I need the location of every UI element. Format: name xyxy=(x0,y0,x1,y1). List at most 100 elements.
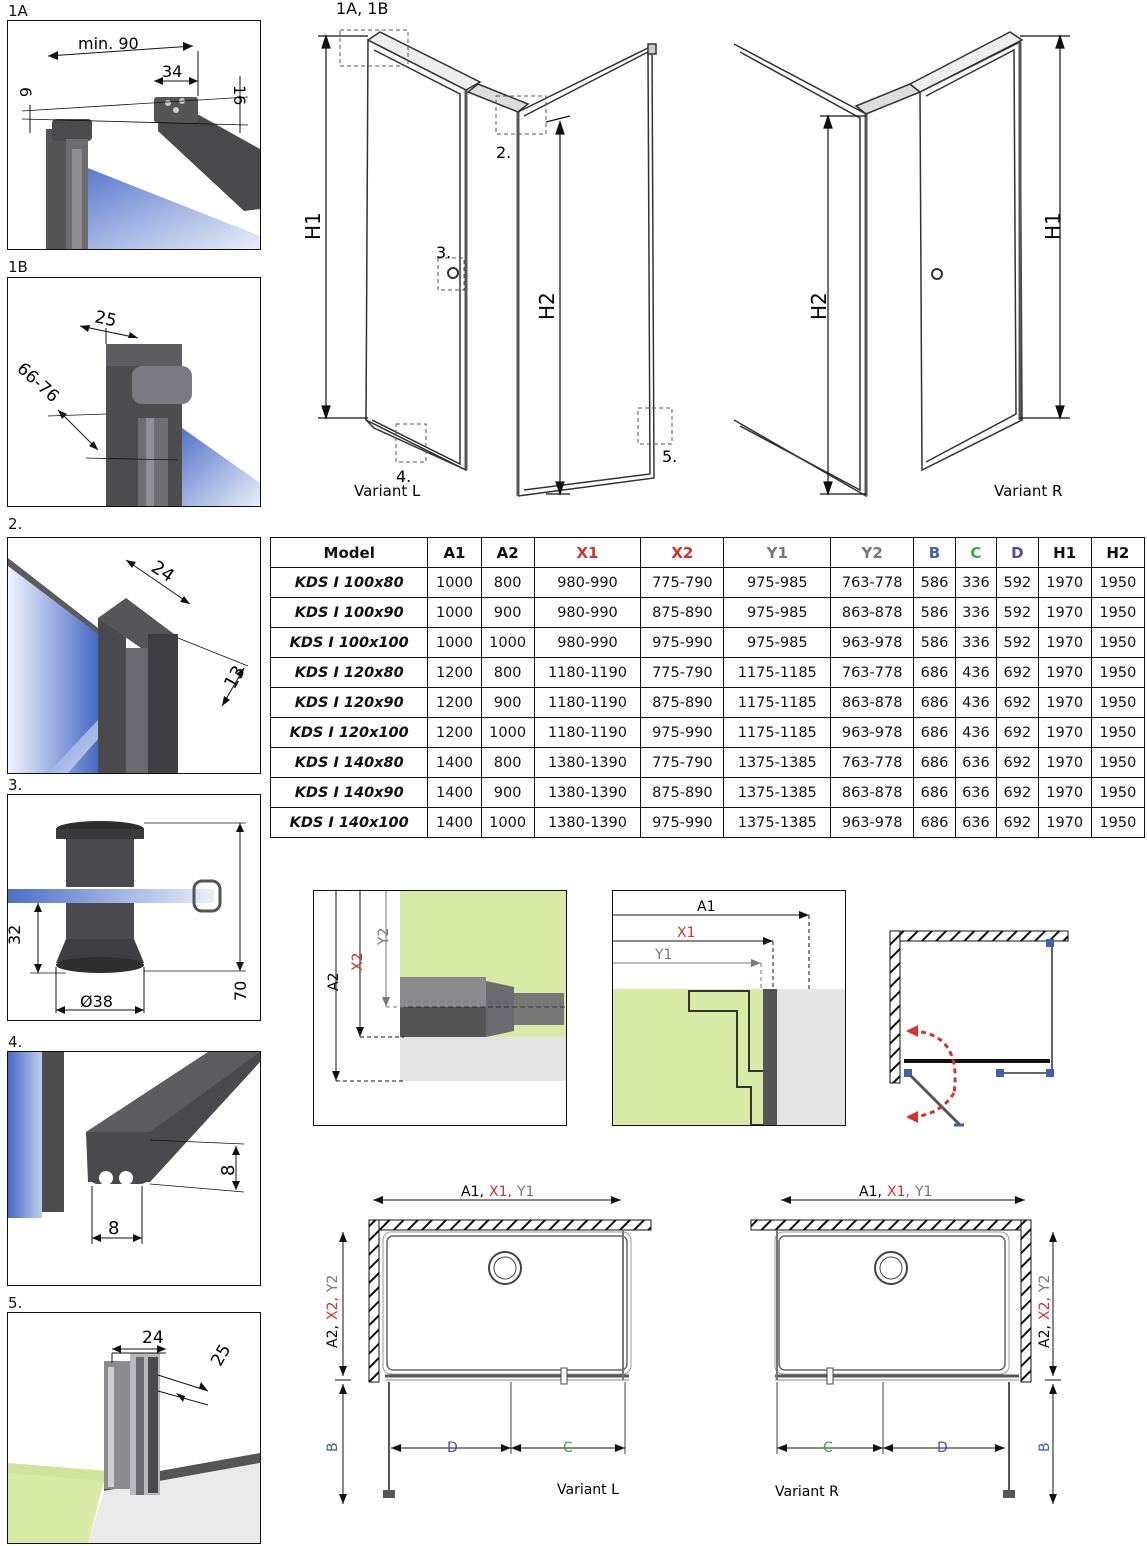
detail-2-label: 2. xyxy=(8,515,23,533)
h2-left: H2 xyxy=(535,292,559,320)
col-a2: A2 xyxy=(480,537,535,568)
table-cell: 900 xyxy=(480,687,535,718)
plan-r-c: C xyxy=(823,1440,833,1456)
table-cell: KDS I 100x100 xyxy=(269,627,429,658)
col-x2: X2 xyxy=(640,537,725,568)
table-cell: 900 xyxy=(480,777,535,808)
table-cell: 1180-1190 xyxy=(533,657,642,688)
callout-3: 3. xyxy=(436,243,451,262)
table-cell: 1950 xyxy=(1090,627,1146,658)
dim-8-vertical: 8 xyxy=(218,1165,239,1176)
detail-4-drawing: 8 8 xyxy=(8,1052,260,1244)
table-cell: 436 xyxy=(954,687,998,718)
plan-r-x2: X2, xyxy=(1037,1297,1053,1320)
table-cell: KDS I 120x80 xyxy=(269,657,429,688)
dim-diameter-38: Ø38 xyxy=(80,992,113,1011)
table-cell: 592 xyxy=(996,597,1039,628)
table-cell: 1000 xyxy=(480,717,535,748)
detail-1b-drawing: 25 66-76 xyxy=(13,307,260,506)
variant-r-label: Variant R xyxy=(994,482,1062,500)
table-cell: 1200 xyxy=(427,687,482,718)
table-cell: 800 xyxy=(480,567,535,598)
table-cell: 980-990 xyxy=(533,627,642,658)
table-cell: 1000 xyxy=(427,597,482,628)
table-cell: 1950 xyxy=(1090,807,1146,838)
table-cell: 686 xyxy=(913,777,956,808)
table-cell: 1000 xyxy=(427,567,482,598)
section-y2: Y2 xyxy=(376,928,392,946)
table-cell: 775-790 xyxy=(640,657,725,688)
col-h2: H2 xyxy=(1090,537,1146,568)
col-d: D xyxy=(996,537,1039,568)
dim-24: 24 xyxy=(142,1328,164,1348)
table-cell: 692 xyxy=(996,717,1039,748)
plan-r-y1: Y1 xyxy=(914,1184,932,1200)
table-cell: 1175-1185 xyxy=(723,717,832,748)
detail-1b-label: 1B xyxy=(8,258,28,276)
table-cell: 1970 xyxy=(1037,747,1092,778)
dim-66-76: 66-76 xyxy=(13,359,63,407)
section-a2-panel: A2 X2 Y2 xyxy=(313,890,567,1126)
plan-l-c: C xyxy=(563,1440,573,1456)
table-cell: 1950 xyxy=(1090,657,1146,688)
table-cell: 692 xyxy=(996,687,1039,718)
detail-1a-panel: min. 90 34 16 6 xyxy=(7,20,261,250)
detail-3-label: 3. xyxy=(8,776,23,794)
plan-l-x1: X1, xyxy=(489,1184,512,1200)
table-cell: 1970 xyxy=(1037,687,1092,718)
table-cell: 686 xyxy=(913,687,956,718)
h1-right: H1 xyxy=(1041,212,1065,240)
table-cell: 775-790 xyxy=(640,747,725,778)
dim-8-horizontal: 8 xyxy=(108,1218,119,1239)
table-cell: 980-990 xyxy=(533,567,642,598)
callout-1a-1b: 1A, 1B xyxy=(336,0,388,18)
table-cell: 900 xyxy=(480,597,535,628)
variant-l-3d xyxy=(365,31,657,497)
table-cell: 592 xyxy=(996,567,1039,598)
detail-4-panel: 8 8 xyxy=(7,1051,261,1286)
section-a2: A2 xyxy=(326,973,342,991)
table-cell: KDS I 100x90 xyxy=(269,597,429,628)
col-x1: X1 xyxy=(533,537,642,568)
plan-l-d: D xyxy=(447,1440,458,1456)
table-cell: 1000 xyxy=(427,627,482,658)
table-cell: 763-778 xyxy=(830,657,915,688)
table-cell: 863-878 xyxy=(830,597,915,628)
table-cell: 1375-1385 xyxy=(723,777,832,808)
callout-5: 5. xyxy=(662,447,677,466)
table-cell: 1950 xyxy=(1090,717,1146,748)
table-cell: 336 xyxy=(954,627,998,658)
dim-24: 24 xyxy=(147,557,178,587)
col-a1: A1 xyxy=(427,537,482,568)
table-cell: 1175-1185 xyxy=(723,687,832,718)
table-cell: 686 xyxy=(913,807,956,838)
table-cell: 975-990 xyxy=(640,717,725,748)
dim-16: 16 xyxy=(230,85,249,105)
table-cell: 975-990 xyxy=(640,807,725,838)
table-cell: 775-790 xyxy=(640,567,725,598)
plan-r-a1: A1, xyxy=(859,1184,882,1200)
callout-4: 4. xyxy=(396,467,411,486)
detail-5-drawing: 24 25 xyxy=(8,1328,260,1543)
table-cell: 975-985 xyxy=(723,597,832,628)
table-cell: 692 xyxy=(996,747,1039,778)
section-a1-panel: A1 X1 Y1 xyxy=(612,890,846,1126)
dim-70: 70 xyxy=(231,981,250,1001)
detail-5-label: 5. xyxy=(8,1294,23,1312)
detail-3-drawing: 32 Ø38 70 xyxy=(8,821,250,1014)
table-cell: 692 xyxy=(996,807,1039,838)
table-cell: 763-778 xyxy=(830,747,915,778)
table-cell: 975-985 xyxy=(723,627,832,658)
table-cell: 1950 xyxy=(1090,747,1146,778)
door-swing-plan xyxy=(889,930,1069,1127)
table-cell: 1175-1185 xyxy=(723,657,832,688)
shower-3d-views: 1A, 1B 2. 3. 4. 5. H1 H2 Variant L H2 H1… xyxy=(301,0,1070,500)
table-cell: 1200 xyxy=(427,717,482,748)
table-cell: 1970 xyxy=(1037,807,1092,838)
plan-variant-r-label: Variant R xyxy=(775,1484,839,1500)
table-cell: 1970 xyxy=(1037,657,1092,688)
